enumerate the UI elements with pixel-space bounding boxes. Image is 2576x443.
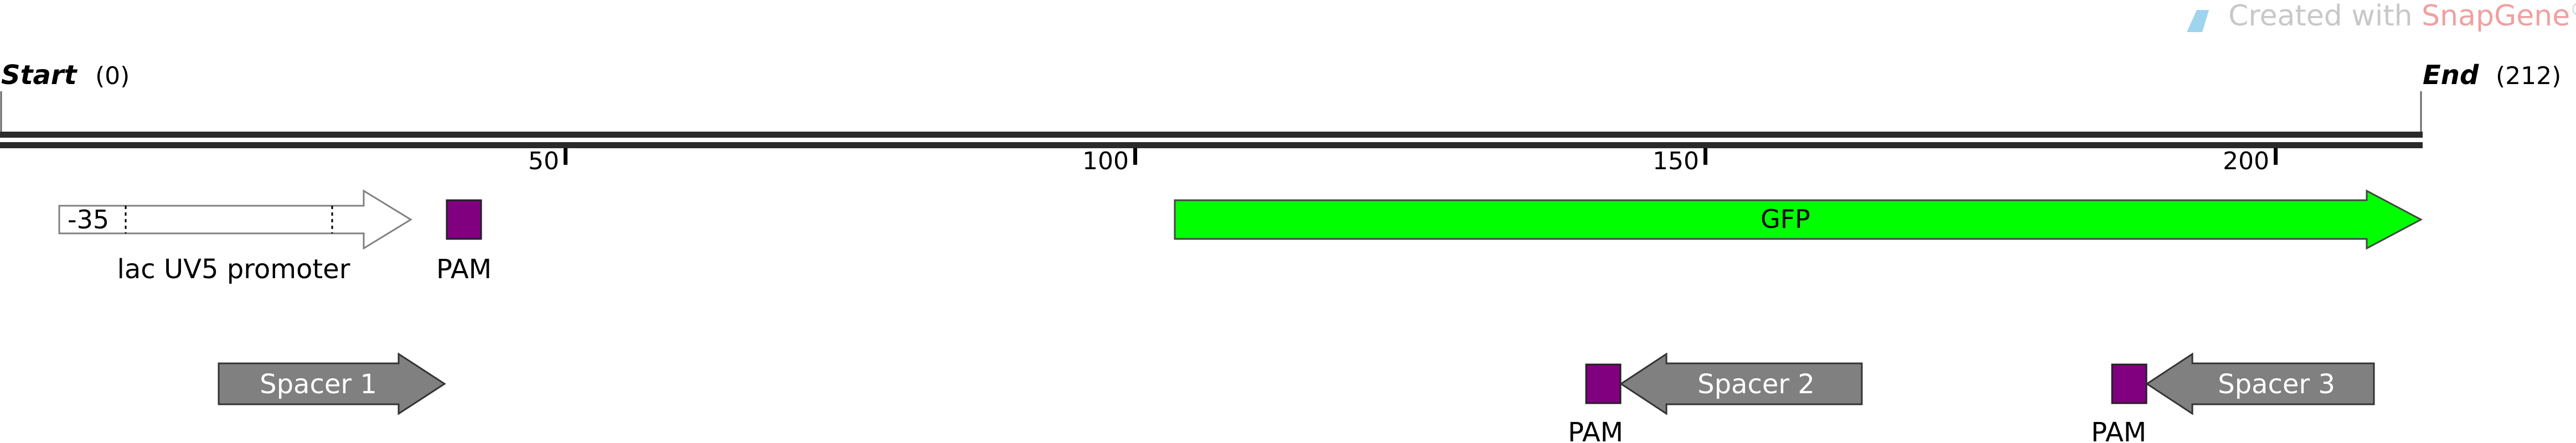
ruler: 50 100 150 200	[528, 147, 2278, 175]
ruler-tick-100: 100	[1082, 147, 1137, 175]
feature-spacer-1[interactable]: Spacer 1	[218, 352, 446, 415]
spacer-3-label: Spacer 3	[2218, 369, 2335, 400]
spacer-1-arrow[interactable]	[218, 352, 446, 415]
spacer-2-arrow[interactable]	[1619, 352, 1863, 415]
ruler-tick-label: 100	[1082, 147, 1129, 175]
start-position: (0)	[95, 62, 130, 90]
gfp-label: GFP	[1761, 204, 1810, 234]
feature-pam-1[interactable]: PAM	[436, 199, 492, 285]
svg-text:Created with SnapGene®: Created with SnapGene®	[2228, 0, 2576, 33]
spacer-1-label: Spacer 1	[260, 369, 377, 400]
pam-box[interactable]	[446, 199, 482, 240]
end-label-text: End	[2423, 60, 2479, 91]
pam-box[interactable]	[1585, 363, 1622, 404]
watermark-mark: ®	[2570, 0, 2576, 20]
pam-box[interactable]	[2111, 363, 2147, 404]
ruler-tick-200: 200	[2223, 147, 2278, 175]
backbone-bottom-strand	[0, 142, 2423, 148]
promoter-arrow[interactable]	[58, 189, 412, 250]
snapgene-watermark: Created with SnapGene®	[2187, 0, 2576, 33]
watermark-brand: SnapGene	[2422, 0, 2570, 33]
gfp-arrow[interactable]	[1174, 189, 2423, 250]
watermark-prefix: Created with	[2228, 0, 2422, 33]
feature-lac-uv5-promoter[interactable]: -35 lac UV5 promoter	[58, 189, 412, 285]
ruler-tick-50: 50	[528, 147, 567, 175]
feature-gfp[interactable]: GFP	[1174, 189, 2423, 250]
promoter-element-label: -35	[68, 205, 109, 234]
spacer-3-arrow[interactable]	[2145, 352, 2375, 415]
start-label-text: Start	[1, 60, 78, 91]
ruler-tick-label: 50	[528, 147, 559, 175]
feature-spacer-3[interactable]: Spacer 3	[2145, 352, 2375, 415]
backbone-top-strand	[0, 132, 2423, 138]
end-position: (212)	[2496, 62, 2561, 90]
feature-pam-3[interactable]: PAM	[2091, 363, 2147, 443]
ruler-tick-150: 150	[1653, 147, 1707, 175]
spacer-2-label: Spacer 2	[1697, 369, 1815, 400]
pam-label: PAM	[2091, 417, 2146, 443]
snapgene-logo-icon	[2187, 10, 2209, 32]
ruler-tick-label: 150	[1653, 147, 1699, 175]
pam-label: PAM	[1568, 417, 1623, 443]
sequence-backbone	[0, 91, 2423, 148]
start-label: Start (0)	[1, 60, 130, 91]
promoter-name: lac UV5 promoter	[117, 254, 350, 285]
feature-pam-2[interactable]: PAM	[1568, 363, 1623, 443]
feature-spacer-2[interactable]: Spacer 2	[1619, 352, 1863, 415]
ruler-tick-label: 200	[2223, 147, 2269, 175]
end-label: End (212)	[2423, 60, 2561, 91]
pam-label: PAM	[436, 254, 492, 285]
